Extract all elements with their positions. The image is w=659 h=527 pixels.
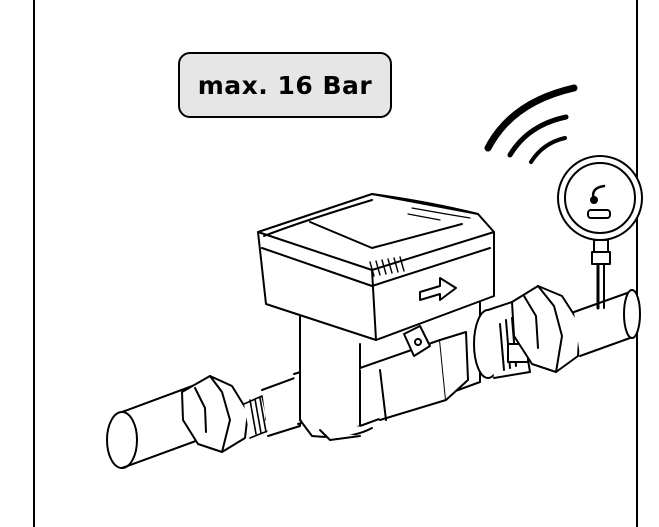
- left-pipe: [106, 384, 205, 469]
- right-frame-line: [636, 0, 638, 527]
- flow-arrow-icon: [419, 277, 457, 301]
- pressure-badge: max. 16 Bar: [178, 52, 392, 118]
- pressure-gauge-icon: [557, 155, 643, 310]
- left-frame-line: [33, 0, 35, 527]
- left-hex-nut: [181, 375, 249, 453]
- right-pipe: [573, 289, 641, 357]
- pressure-label: max. 16 Bar: [197, 70, 373, 100]
- wireless-signal-icon: [484, 84, 578, 164]
- vent-grille: [369, 256, 405, 277]
- meter-top-housing: [257, 193, 495, 341]
- housing-marking: [407, 207, 471, 221]
- right-hex-nut: [511, 285, 581, 373]
